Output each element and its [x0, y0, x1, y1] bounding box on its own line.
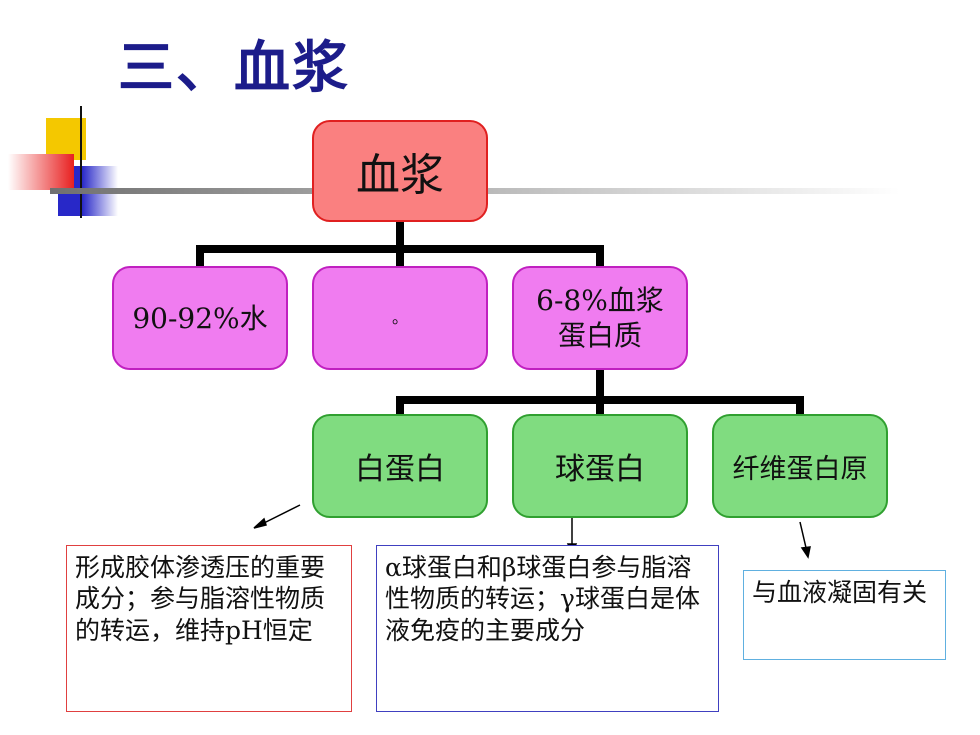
blank-node: 。	[312, 266, 488, 370]
fibrinogen-note-text: 与血液凝固有关	[752, 578, 928, 607]
plasma-protein-node: 6-8%血浆 蛋白质	[512, 266, 688, 370]
globulin-node-label: 球蛋白	[555, 452, 645, 487]
globulin-note-text: α球蛋白和β球蛋白参与脂溶性物质的转运；γ球蛋白是体液免疫的主要成分	[385, 553, 700, 645]
fibrinogen-node-label: 纤维蛋白原	[732, 453, 868, 485]
vertical-rule	[80, 106, 82, 218]
albumin-node-label: 白蛋白	[355, 452, 445, 487]
red-square	[8, 154, 74, 190]
water-node: 90-92%水	[112, 266, 288, 370]
water-node-label: 90-92%水	[132, 301, 268, 335]
albumin-note-text: 形成胶体渗透压的重要成分；参与脂溶性物质的转运，维持pH恒定	[75, 553, 326, 645]
fibrinogen-node: 纤维蛋白原	[712, 414, 888, 518]
yellow-square	[46, 118, 86, 160]
globulin-node: 球蛋白	[512, 414, 688, 518]
plasma-protein-node-label: 6-8%血浆 蛋白质	[536, 284, 664, 352]
albumin-note: 形成胶体渗透压的重要成分；参与脂溶性物质的转运，维持pH恒定	[66, 545, 352, 712]
page-title: 三、血浆	[118, 35, 350, 101]
root-node-label: 血浆	[356, 150, 444, 201]
globulin-note: α球蛋白和β球蛋白参与脂溶性物质的转运；γ球蛋白是体液免疫的主要成分	[376, 545, 719, 712]
fibrinogen-note: 与血液凝固有关	[743, 570, 946, 660]
root-node: 血浆	[312, 120, 488, 222]
albumin-node: 白蛋白	[312, 414, 488, 518]
blank-node-label: 。	[391, 308, 408, 327]
